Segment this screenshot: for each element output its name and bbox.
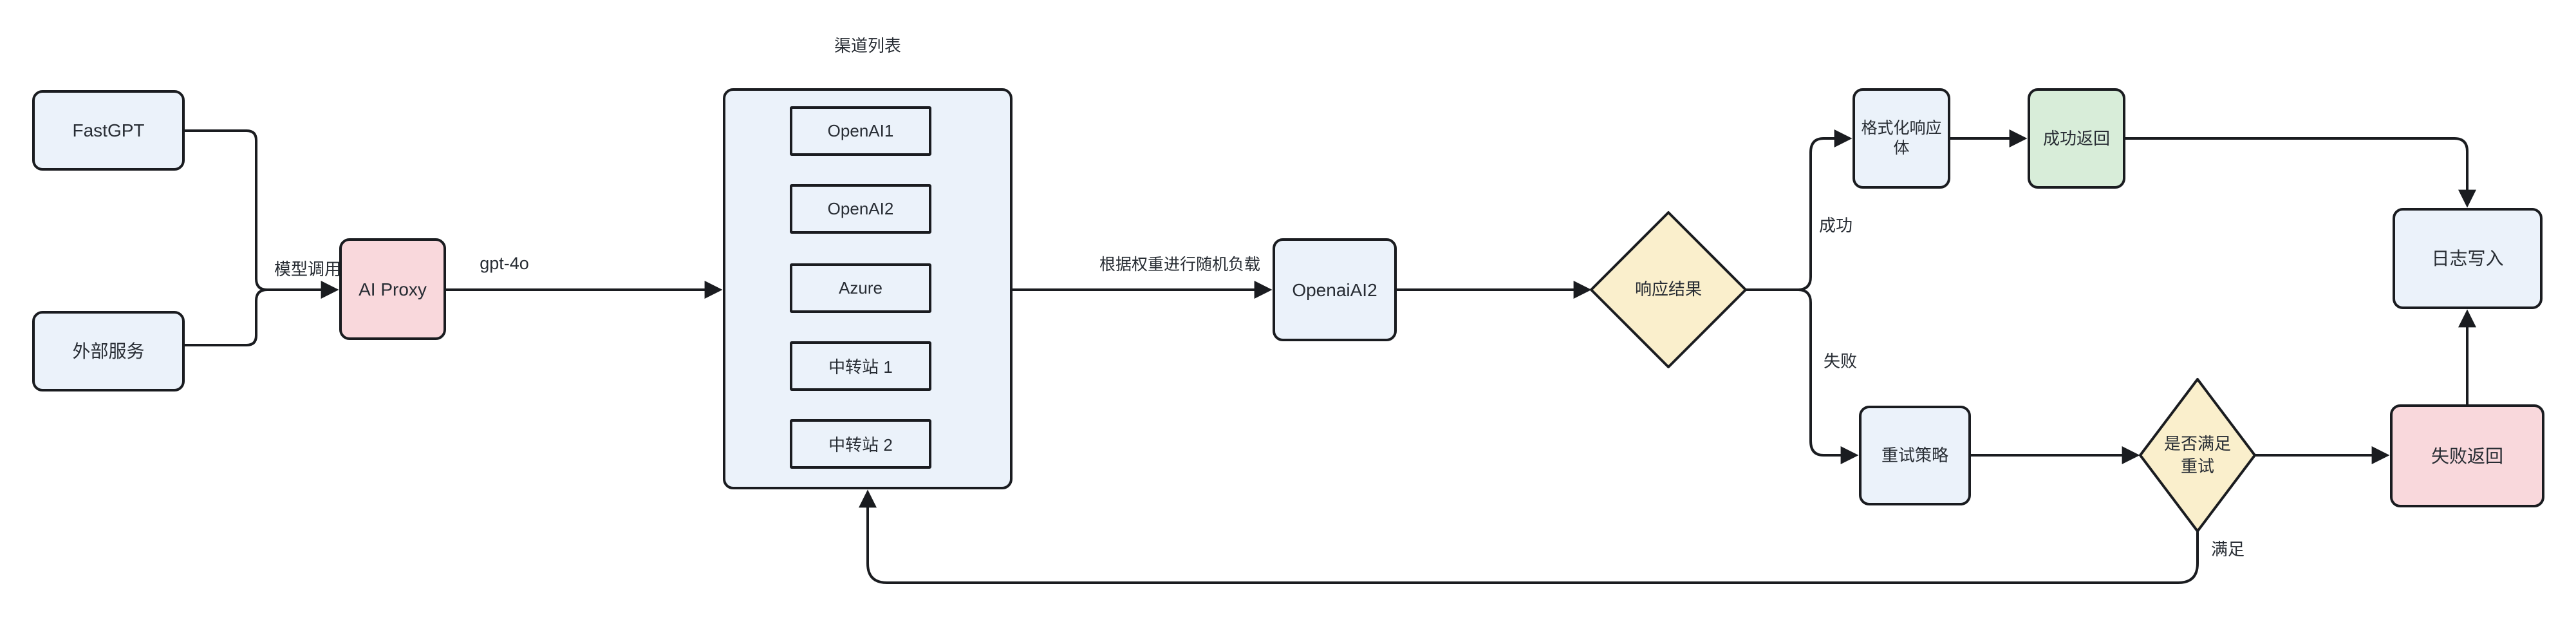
node-channel-openai1: OpenAI1 (790, 106, 931, 156)
edge-response-format (1744, 129, 1853, 291)
edge-external-merge (183, 288, 268, 346)
edge-label-weighted-load: 根据权重进行随机负载 (1099, 256, 1261, 274)
edge-response-retry (1744, 288, 1859, 464)
node-format-response-body: 格式化响应体 (1853, 88, 1950, 189)
node-channel-azure: Azure (790, 263, 931, 313)
edge-fastgpt-merge (183, 129, 268, 291)
node-channel-relay2: 中转站 2 (790, 419, 931, 469)
node-channel-openai2: OpenAI2 (790, 184, 931, 234)
edge-label-fail: 失败 (1824, 352, 1858, 371)
diamond-retry-check (2139, 378, 2256, 532)
node-openaiai2: OpenaiAI2 (1273, 238, 1397, 341)
node-ai-proxy: AI Proxy (339, 238, 446, 340)
edge-label-satisfied: 满足 (2211, 540, 2245, 559)
edge-success-log (2124, 137, 2476, 208)
edge-label-model-call: 模型调用 (274, 259, 341, 279)
diamond-response-result (1590, 211, 1747, 368)
edge-label-success: 成功 (1819, 216, 1853, 235)
node-log-write: 日志写入 (2393, 208, 2543, 309)
channels-group-title: 渠道列表 (834, 36, 901, 55)
node-external-service: 外部服务 (32, 311, 185, 391)
edge-label-gpt4o: gpt-4o (480, 254, 529, 273)
node-fastgpt: FastGPT (32, 90, 185, 171)
node-channel-relay1: 中转站 1 (790, 341, 931, 391)
edge-check-loop-channels (859, 489, 2199, 584)
node-retry-policy: 重试策略 (1859, 406, 1971, 505)
node-fail-return: 失败返回 (2390, 404, 2544, 507)
node-success-return: 成功返回 (2028, 88, 2125, 189)
